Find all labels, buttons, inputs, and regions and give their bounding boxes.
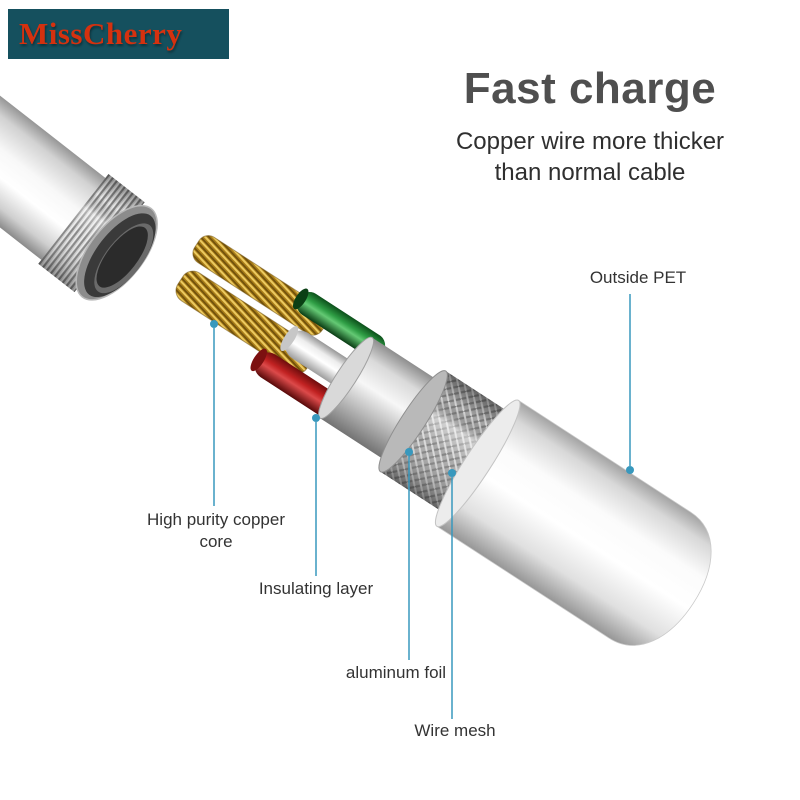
connector-bore-inner [96,226,148,288]
leader-dot-insulating-layer [312,414,320,422]
brand-name: MissCherry [19,16,183,51]
outer-pet-jacket-rim [434,399,521,528]
label-aluminum-foil: aluminum foil [345,663,447,682]
outer-pet-jacket [436,399,712,646]
label-insulating-layer: Insulating layer [258,579,374,598]
leader-dot-aluminum-foil [405,448,413,456]
wire-mesh-shading [380,371,534,529]
red-wire [254,352,343,420]
leader-dot-copper-core [210,320,218,328]
knurled-ring-shading [38,173,145,293]
brand-badge: MissCherry [8,9,229,59]
subtitle-line-1: Copper wire more thicker [455,128,725,155]
leader-lines [213,294,631,719]
leader-dot-wire-mesh [448,469,456,477]
white-wire-cap [280,326,299,352]
green-wire-cap [292,288,309,310]
subtitle-line-2: than normal cable [494,159,686,186]
leader-dot-outside-pet [626,466,634,474]
leader-dots [210,320,634,477]
connector-cable-body [0,88,110,263]
usb-connector-end [0,88,158,301]
label-wire-mesh: Wire mesh [414,721,496,740]
red-wire-cap [250,348,267,372]
cable-cutaway [175,235,712,646]
headline-title: Fast charge [463,64,717,113]
label-copper-core: High purity copper core [147,510,285,551]
wire-mesh-rim [378,370,448,473]
headline-subtitle: Copper wire more thicker than normal cab… [410,126,770,188]
label-outside-pet: Outside PET [589,268,687,287]
